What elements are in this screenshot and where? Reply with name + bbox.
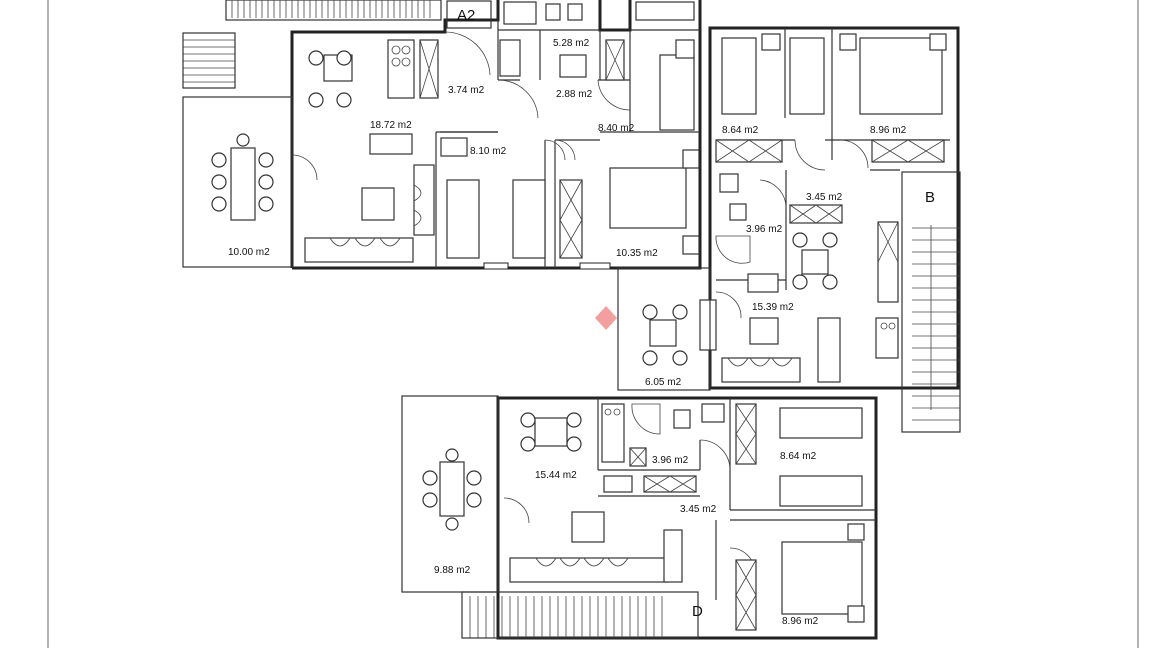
area-a-hall: 2.88 m2 [556, 89, 593, 100]
area-b-hall: 3.45 m2 [806, 192, 843, 203]
wall-b-outer [708, 26, 960, 390]
area-a-living: 18.72 m2 [370, 120, 412, 131]
area-a-terrace: 10.00 m2 [228, 247, 270, 258]
bed-d-double [781, 541, 863, 615]
area-b-bath: 3.96 m2 [746, 224, 783, 235]
door-swing-a [497, 79, 539, 119]
area-b-bed-double: 8.96 m2 [870, 125, 907, 136]
area-a-master: 10.35 m2 [616, 248, 658, 259]
unit-d: D 15.44 m2 3.96 m2 8.64 m2 3.45 m2 9.88 … [401, 395, 878, 640]
sofa-d [509, 557, 669, 583]
bed-a-master [609, 167, 687, 229]
unit-a2: A2 [182, 0, 702, 270]
stairs-top [225, 0, 442, 21]
bed-a-twin-2 [512, 179, 546, 259]
table-d-terrace [439, 461, 465, 517]
area-a-entry: 3.74 m2 [448, 85, 485, 96]
sofa-b-side [817, 317, 841, 383]
table-a2 [361, 187, 395, 221]
stairs-b [901, 171, 961, 433]
bed-b-double [859, 37, 943, 115]
watermark-diamond [595, 306, 617, 330]
area-d-hall: 3.45 m2 [680, 504, 717, 515]
sofa-b [721, 357, 801, 383]
terrace-d [401, 395, 499, 593]
area-d-bed-double: 8.96 m2 [782, 616, 819, 627]
bed-a-twin-1 [446, 179, 480, 259]
unit-d-label: D [692, 603, 703, 620]
area-d-bed-single: 8.64 m2 [780, 451, 817, 462]
table-d [534, 417, 568, 447]
wall-a-outer-left [290, 0, 500, 268]
area-d-bath: 3.96 m2 [652, 455, 689, 466]
wall-a-closet [598, 0, 632, 32]
bed-a-small [659, 54, 695, 131]
stairs-d [461, 591, 699, 639]
stairs-left [182, 32, 236, 89]
coffee-table-a [369, 133, 413, 155]
terrace-a [182, 96, 293, 268]
bed-d-single-2 [779, 475, 863, 507]
table-d-living [571, 511, 605, 543]
area-d-terrace: 9.88 m2 [434, 565, 471, 576]
area-b-living: 15.39 m2 [752, 302, 794, 313]
bed-b-single-1 [721, 37, 757, 115]
area-a-bath: 5.28 m2 [553, 38, 590, 49]
area-a-bed-twin: 8.10 m2 [470, 146, 507, 157]
sink-a [559, 54, 587, 78]
table-b-terrace [649, 319, 677, 347]
table-b [749, 317, 779, 345]
dining-table-a [230, 147, 256, 221]
bathtub-a [503, 1, 537, 25]
unit-b: B 8.64 m2 8.96 m2 3.45 m2 3.96 m2 15.39 … [617, 26, 961, 433]
area-b-terrace: 6.05 m2 [645, 377, 682, 388]
unit-a2-label: A2 [457, 7, 475, 24]
unit-b-label: B [925, 189, 935, 206]
kitchen-d [601, 403, 625, 463]
terrace-b [617, 267, 711, 391]
area-d-living: 15.44 m2 [535, 470, 577, 481]
sofa-a [304, 237, 414, 263]
bed-b-single-2 [789, 37, 825, 115]
area-b-bed-single: 8.64 m2 [722, 125, 759, 136]
bed-d-single-1 [779, 407, 863, 439]
area-a-bed-small: 8.40 m2 [598, 123, 635, 134]
